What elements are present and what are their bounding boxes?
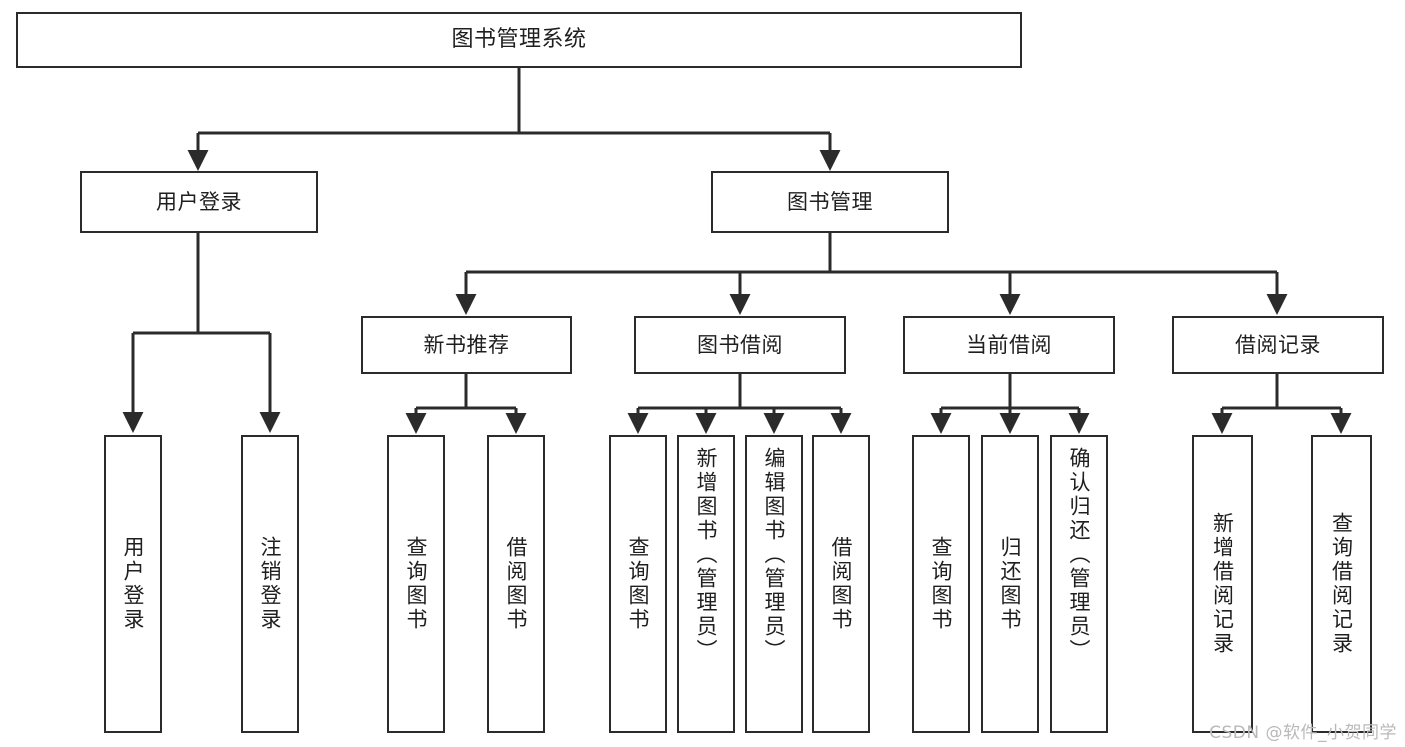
node-leaf-query-borrow-record[interactable]: 查询借阅记录 <box>1311 435 1372 733</box>
node-leaf-edit-book[interactable]: 编辑图书（管理员） <box>745 435 803 733</box>
node-book-borrow-label: 图书借阅 <box>697 332 783 357</box>
node-leaf-borrow-book-2[interactable]: 借阅图书 <box>812 435 870 733</box>
node-leaf-query-book-3[interactable]: 查询图书 <box>912 435 970 733</box>
node-borrow-record-label: 借阅记录 <box>1235 332 1321 357</box>
node-leaf-add-book[interactable]: 新增图书（管理员） <box>677 435 735 733</box>
node-leaf-return-book-label: 归还图书 <box>998 536 1023 632</box>
node-book-management[interactable]: 图书管理 <box>711 171 949 233</box>
node-root-system-label: 图书管理系统 <box>451 27 587 53</box>
node-leaf-query-book-2-label: 查询图书 <box>626 536 651 632</box>
node-new-book-recommend[interactable]: 新书推荐 <box>361 316 572 374</box>
node-leaf-add-borrow-record-label: 新增借阅记录 <box>1210 512 1235 656</box>
node-root-system[interactable]: 图书管理系统 <box>16 12 1022 68</box>
node-leaf-query-borrow-record-label: 查询借阅记录 <box>1329 512 1354 656</box>
node-user-login-label: 用户登录 <box>156 189 242 214</box>
node-current-borrow-label: 当前借阅 <box>966 332 1052 357</box>
node-leaf-logout-login-label: 注销登录 <box>258 536 283 632</box>
node-leaf-return-book[interactable]: 归还图书 <box>981 435 1039 733</box>
node-leaf-add-book-label: 新增图书（管理员） <box>694 447 719 663</box>
node-book-borrow[interactable]: 图书借阅 <box>634 316 846 374</box>
node-leaf-query-book-1-label: 查询图书 <box>404 536 429 632</box>
node-leaf-add-borrow-record[interactable]: 新增借阅记录 <box>1192 435 1253 733</box>
node-leaf-confirm-return[interactable]: 确认归还（管理员） <box>1050 435 1108 733</box>
node-current-borrow[interactable]: 当前借阅 <box>903 316 1115 374</box>
node-user-login[interactable]: 用户登录 <box>80 171 318 233</box>
node-leaf-borrow-book-1-label: 借阅图书 <box>504 536 529 632</box>
node-leaf-query-book-1[interactable]: 查询图书 <box>387 435 445 733</box>
node-new-book-recommend-label: 新书推荐 <box>423 332 510 357</box>
node-borrow-record[interactable]: 借阅记录 <box>1172 316 1384 374</box>
node-leaf-edit-book-label: 编辑图书（管理员） <box>762 447 787 663</box>
node-book-management-label: 图书管理 <box>787 189 873 214</box>
node-leaf-query-book-2[interactable]: 查询图书 <box>609 435 667 733</box>
watermark-text: CSDN @软件_小贺同学 <box>1209 723 1397 743</box>
node-leaf-user-login-label: 用户登录 <box>121 536 146 632</box>
node-leaf-user-login[interactable]: 用户登录 <box>104 435 162 733</box>
node-leaf-query-book-3-label: 查询图书 <box>929 536 954 632</box>
node-leaf-logout-login[interactable]: 注销登录 <box>241 435 299 733</box>
node-leaf-borrow-book-2-label: 借阅图书 <box>829 536 854 632</box>
node-leaf-borrow-book-1[interactable]: 借阅图书 <box>487 435 545 733</box>
node-leaf-confirm-return-label: 确认归还（管理员） <box>1067 447 1092 663</box>
